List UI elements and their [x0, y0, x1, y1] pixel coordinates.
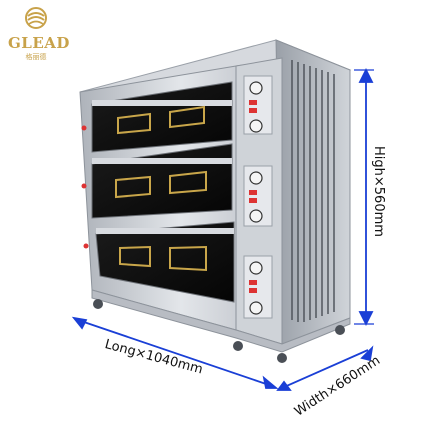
control-gauges	[243, 75, 273, 319]
left-indicator-1	[81, 125, 87, 131]
length-arrow-head-start	[71, 316, 88, 330]
deck-2-window-left	[115, 175, 151, 199]
deck-2-handle	[92, 158, 232, 164]
deck-3-window-left	[119, 245, 151, 268]
logo-emblem-icon	[25, 7, 47, 29]
deck-1-window-left	[117, 112, 151, 135]
brand-logo: GLEAD 格丽德	[8, 4, 70, 61]
deck-3-handle	[96, 228, 234, 234]
height-arrow-head-start	[358, 67, 374, 83]
deck-1-window-right	[169, 105, 205, 129]
left-indicator-2	[81, 183, 87, 189]
deck-1-handle	[92, 100, 232, 106]
deck-3-window-right	[169, 245, 207, 272]
dimension-arrows	[71, 67, 374, 391]
width-arrow-head-end	[360, 345, 374, 362]
width-arrow-line	[281, 349, 369, 389]
width-arrow-head-start	[276, 380, 292, 391]
height-label: High×560mm	[371, 146, 386, 237]
left-indicator-3	[83, 243, 89, 249]
deck-3-door	[95, 221, 235, 303]
oven-base	[91, 289, 351, 353]
length-arrow-head-end	[262, 375, 279, 389]
height-arrow-head-end	[358, 311, 374, 327]
caster-wheels	[93, 299, 345, 363]
deck-1-door	[91, 81, 233, 153]
side-vent-grill	[291, 60, 335, 322]
oven-side-panel	[275, 39, 351, 345]
brand-name: GLEAD	[8, 34, 70, 52]
deck-2-window-right	[169, 170, 207, 195]
brand-subtitle: 格丽德	[25, 53, 47, 61]
length-arrow-line	[77, 319, 273, 387]
